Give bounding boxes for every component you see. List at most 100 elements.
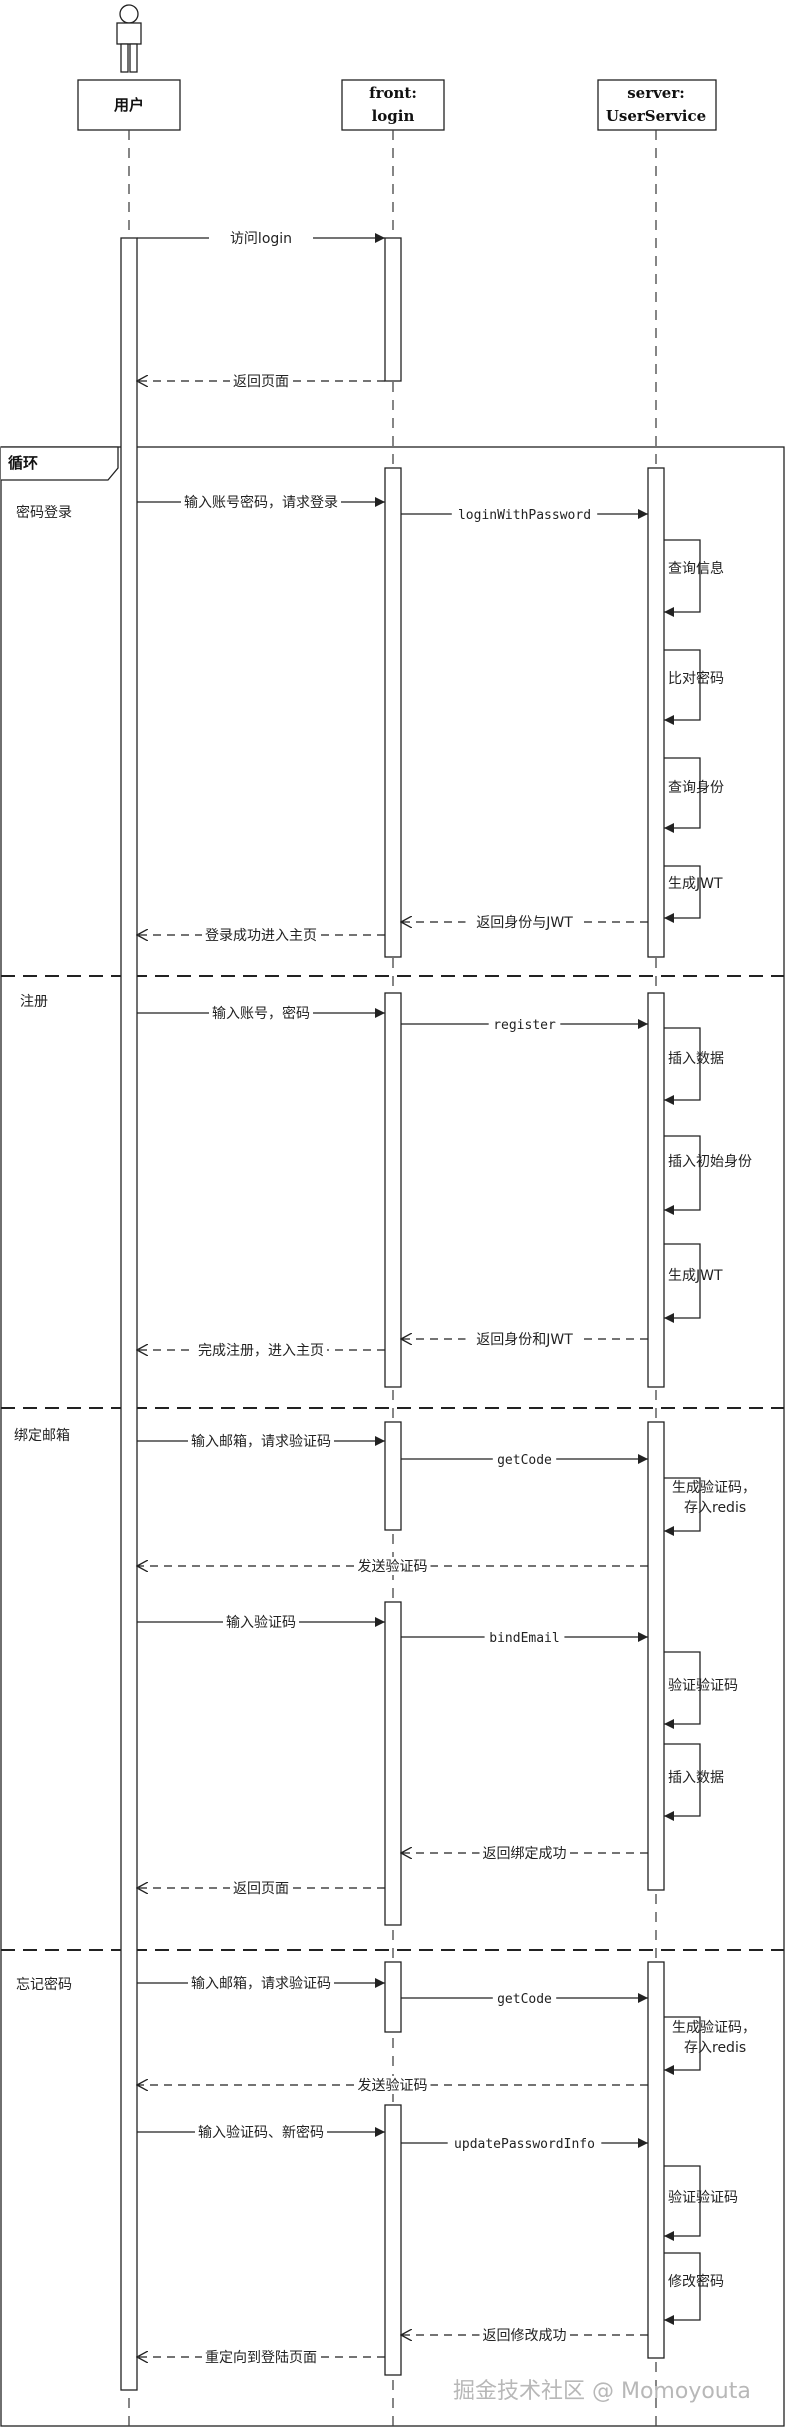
message-label: 输入邮箱，请求验证码 [191, 1976, 331, 1992]
message: 生成JWT [664, 1243, 723, 1323]
message: 返回身份和JWT [401, 1330, 648, 1348]
participant-label: front: [369, 84, 417, 102]
message-label-bg [195, 2123, 327, 2141]
message-label: 查询信息 [668, 560, 724, 577]
message-label: getCode [497, 1453, 552, 1468]
message-label: 输入账号密码，请求登录 [184, 494, 338, 511]
message-label-bg [354, 1557, 431, 1575]
participant-label: server: [627, 84, 685, 102]
loop-section-label: 忘记密码 [16, 1976, 72, 1993]
participant-server: server: UserService [597, 79, 717, 131]
participant-front: front: login [341, 79, 445, 131]
message-label: 发送验证码 [358, 2078, 428, 2094]
message: 插入数据 [664, 1027, 724, 1105]
message-label-bg [230, 372, 292, 390]
message: 修改密码 [664, 2252, 724, 2325]
message-label: 生成验证码，存入redis [672, 2020, 756, 2056]
message-label: 插入初始身份 [668, 1153, 752, 1170]
message-label: 生成JWT [668, 1268, 723, 1284]
message-label: 返回身份与JWT [476, 915, 573, 931]
self-message-arrow [664, 1027, 701, 1105]
activation-bar-server [647, 992, 665, 1388]
activation-bar-front [384, 1601, 402, 1926]
message-label: 返回页面 [233, 374, 289, 390]
activation-bar-server [647, 467, 665, 958]
message-label-bg [492, 1450, 557, 1468]
message: 输入邮箱，请求验证码 [137, 1432, 385, 1450]
message-label: 查询身份 [668, 780, 724, 796]
activation-bar-front [384, 1421, 402, 1531]
loop-section-label: 绑定邮箱 [14, 1428, 70, 1444]
message: 输入验证码 [137, 1613, 385, 1631]
message: 验证验证码 [664, 1651, 738, 1729]
message-label-bg [202, 926, 320, 944]
participant-label: UserService [606, 107, 706, 125]
loop-section-label: 密码登录 [16, 504, 72, 521]
activation-bar-server [647, 1961, 665, 2359]
message-label-bg [202, 2348, 320, 2366]
actor-user-icon [116, 4, 142, 73]
message-label: 输入账号，密码 [212, 1005, 310, 1022]
message: 重定向到登陆页面 [137, 2348, 385, 2366]
message-label: updatePasswordInfo [454, 2137, 595, 2152]
self-message-arrow [664, 1651, 701, 1729]
message-label-bg [209, 1004, 313, 1022]
loop-label: 循环 [8, 454, 38, 472]
message-label-bg [447, 2134, 602, 2152]
message: 比对密码 [664, 649, 724, 725]
message: 返回身份与JWT [401, 913, 648, 931]
message-label-bg [188, 1974, 334, 1992]
self-message-arrow [664, 649, 701, 725]
message: 发送验证码 [137, 2076, 648, 2094]
self-message-arrow [664, 1243, 701, 1323]
message-label-bg [230, 1879, 292, 1897]
self-message-arrow [664, 865, 701, 923]
activation-bar-front [384, 1961, 402, 2033]
loop-section-label: 注册 [20, 994, 48, 1010]
message-label-bg [479, 1844, 570, 1862]
message: 生成JWT [664, 865, 723, 923]
message: getCode [401, 1450, 648, 1468]
message: bindEmail [401, 1628, 648, 1646]
self-message-arrow [664, 2252, 701, 2325]
message-label-bg [188, 1432, 334, 1450]
message: loginWithPassword [401, 505, 648, 523]
participant-user: 用户 [77, 79, 181, 131]
message-label-bg [492, 1989, 557, 2007]
activation-bar-front [384, 992, 402, 1388]
message-label: 生成JWT [668, 876, 723, 892]
message: 登录成功进入主页 [137, 926, 385, 944]
message: 访问login [137, 229, 385, 247]
message: 插入初始身份 [664, 1135, 752, 1215]
message: 输入账号密码，请求登录 [137, 493, 385, 511]
message-label: 插入数据 [668, 1770, 724, 1786]
message-label: 登录成功进入主页 [205, 928, 317, 944]
message-label: 完成注册，进入主页 [198, 1343, 324, 1359]
message: updatePasswordInfo [401, 2134, 648, 2152]
message: register [401, 1015, 648, 1033]
message: 输入验证码、新密码 [137, 2123, 385, 2141]
message: 返回页面 [137, 1879, 385, 1897]
self-message-arrow [664, 539, 701, 617]
message-label: 返回修改成功 [483, 2328, 567, 2344]
message-label: 访问login [230, 231, 292, 247]
self-message-arrow [664, 1135, 701, 1215]
participant-label: login [372, 107, 415, 125]
message: 查询身份 [664, 757, 724, 833]
message-label: 验证验证码 [668, 1678, 738, 1694]
message-label: 返回页面 [233, 1881, 289, 1897]
message-label: 插入数据 [668, 1051, 724, 1067]
activation-bar-server [647, 1421, 665, 1891]
self-message-arrow [664, 1477, 701, 1536]
message: 返回绑定成功 [401, 1844, 648, 1862]
message: 生成验证码，存入redis [664, 1477, 756, 1536]
participant-label: 用户 [114, 96, 144, 114]
message-label: getCode [497, 1992, 552, 2007]
self-message-arrow [664, 2016, 701, 2075]
message: 返回修改成功 [401, 2326, 648, 2344]
message-label: 修改密码 [668, 2273, 724, 2290]
message-label-bg [451, 505, 598, 523]
activation-bar-front [384, 2104, 402, 2376]
message-label: 返回绑定成功 [483, 1846, 567, 1862]
